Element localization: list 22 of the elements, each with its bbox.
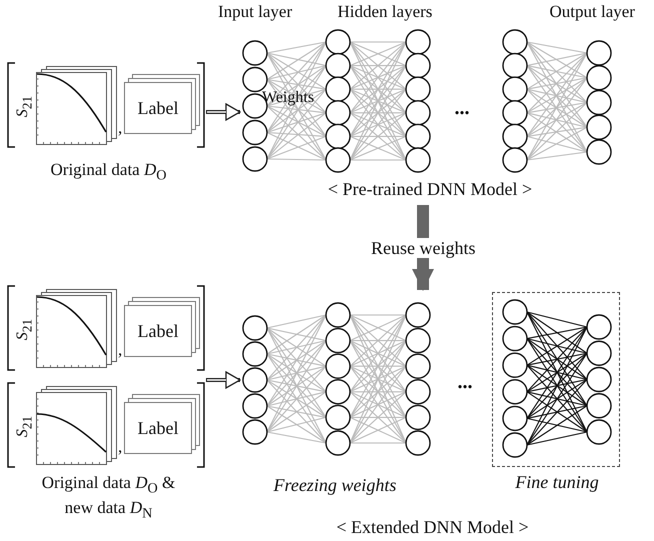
comma: , xyxy=(118,118,122,138)
ellipsis: ... xyxy=(458,372,472,392)
text-label: Output layer xyxy=(550,2,635,22)
text-label: Weights xyxy=(262,88,314,108)
data-caption: Original data D$_{O}$ & new data D$_{N}$ xyxy=(41,473,176,524)
hollow-arrow xyxy=(206,371,241,389)
ellipsis: ... xyxy=(454,98,470,118)
text-label: Input layer xyxy=(218,2,292,22)
block-arrow xyxy=(412,205,434,291)
label-card: Label xyxy=(124,305,192,357)
comma: , xyxy=(118,437,122,457)
hollow-arrow xyxy=(206,103,241,121)
data-caption: Original data D$_{O}$ xyxy=(50,160,168,186)
text-label: Freezing weights xyxy=(274,475,396,495)
comma: , xyxy=(118,340,122,360)
frame-caption: Fine tuning xyxy=(514,472,600,493)
label-card: Label xyxy=(124,402,192,454)
text-label: Hidden layers xyxy=(338,2,432,22)
edge-label: Reuse weights xyxy=(369,238,478,258)
model-caption: < Pre-trained DNN Model > xyxy=(326,178,534,200)
model-caption: < Extended DNN Model > xyxy=(335,516,530,538)
label-card: Label xyxy=(124,82,192,134)
